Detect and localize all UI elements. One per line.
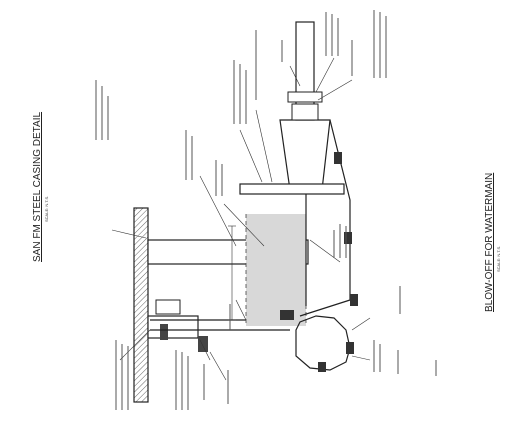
- casing-detail-title-block: SAN FM STEEL CASING DETAIL SCALE: N.T.S.: [32, 112, 49, 262]
- callout-text-marks: [95, 10, 437, 410]
- casing-detail-title: SAN FM STEEL CASING DETAIL: [32, 112, 43, 262]
- callout-leaders: [111, 57, 371, 381]
- support-blocks: [280, 152, 358, 372]
- blowoff-title: BLOW-OFF FOR WATERMAIN: [484, 173, 495, 312]
- blowoff-scale: SCALE: N.T.S.: [496, 246, 501, 272]
- bedding-zone: [228, 214, 307, 326]
- casing-detail-scale: SCALE: N.T.S.: [44, 196, 49, 222]
- thrust-block: [239, 183, 345, 195]
- riser-pipe: [287, 21, 323, 121]
- blowoff-title-block: BLOW-OFF FOR WATERMAIN SCALE: N.T.S.: [484, 173, 501, 312]
